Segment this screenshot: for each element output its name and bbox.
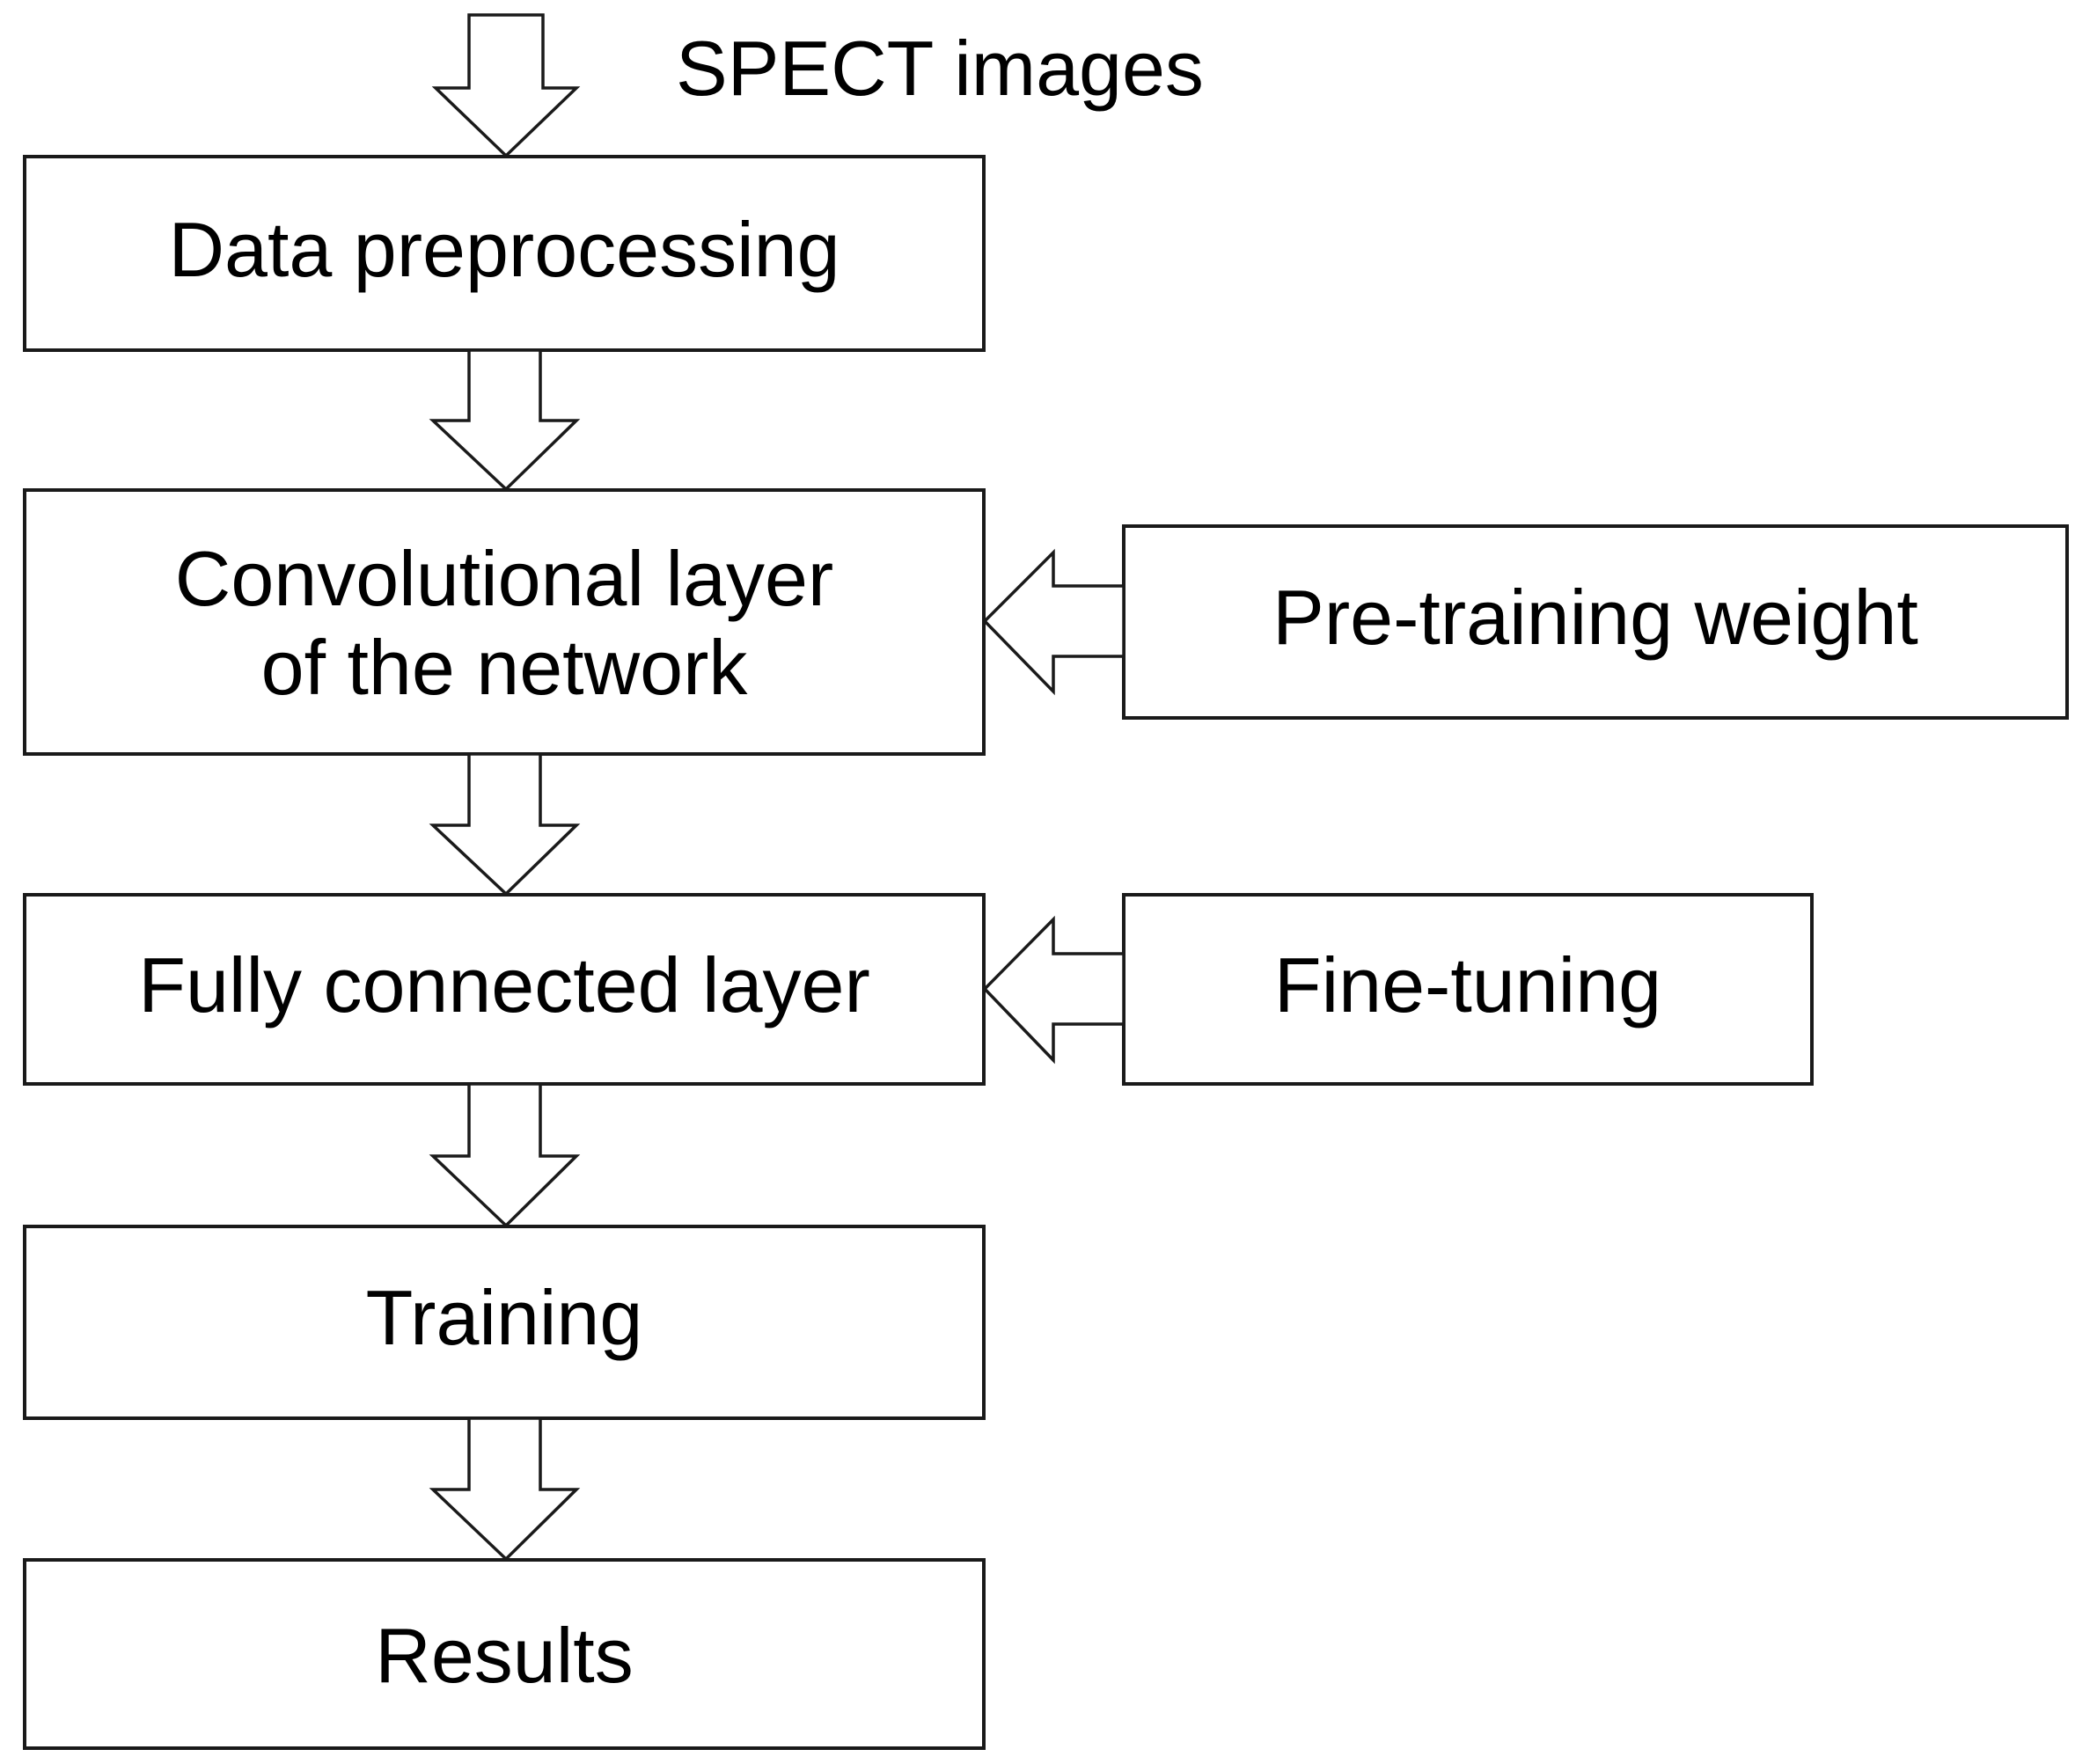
box-data-preprocessing (23, 155, 986, 352)
box-training (23, 1225, 986, 1420)
box-pretraining-weight (1122, 524, 2069, 720)
arrow-input-to-preprocessing (431, 13, 581, 158)
arrow-pretraining-to-convolutional (982, 548, 1125, 696)
label-convolutional-line2: of the network (261, 624, 749, 711)
arrow-preprocessing-to-convolutional (429, 348, 581, 492)
box-convolutional-layer (23, 488, 986, 756)
label-data-preprocessing: Data preprocessing (168, 206, 840, 293)
label-pretraining-weight: Pre-training weight (1272, 574, 1918, 661)
box-fully-connected-layer (23, 893, 986, 1086)
label-fully-connected-layer: Fully connected layer (138, 941, 870, 1028)
spect-images-label: SPECT images (676, 25, 1204, 112)
arrow-fully-connected-to-training (429, 1082, 581, 1228)
box-results (23, 1558, 986, 1750)
label-convolutional-line1: Convolutional layer (175, 535, 833, 622)
arrow-convolutional-to-fully-connected (429, 752, 581, 897)
label-fine-tuning: Fine-tuning (1274, 941, 1661, 1028)
box-fine-tuning (1122, 893, 1814, 1086)
label-training: Training (366, 1274, 643, 1361)
arrow-fine-tuning-to-fully-connected (982, 915, 1125, 1065)
label-results: Results (375, 1612, 633, 1699)
arrow-training-to-results (429, 1416, 581, 1562)
